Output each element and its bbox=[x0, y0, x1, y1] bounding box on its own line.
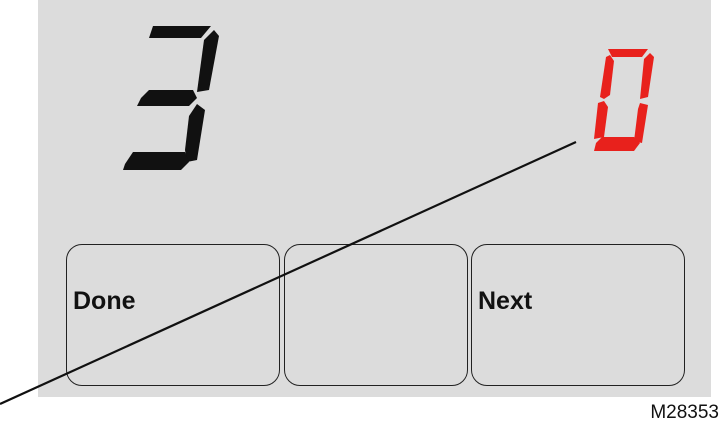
done-button-label: Done bbox=[73, 287, 136, 315]
next-button[interactable]: Next bbox=[471, 244, 685, 386]
value-digit bbox=[594, 49, 654, 151]
middle-button[interactable] bbox=[284, 244, 468, 386]
done-button[interactable]: Done bbox=[66, 244, 280, 386]
setting-number-digit bbox=[123, 26, 219, 170]
figure-reference-code: M28353 bbox=[650, 402, 719, 423]
next-button-label: Next bbox=[478, 287, 533, 315]
